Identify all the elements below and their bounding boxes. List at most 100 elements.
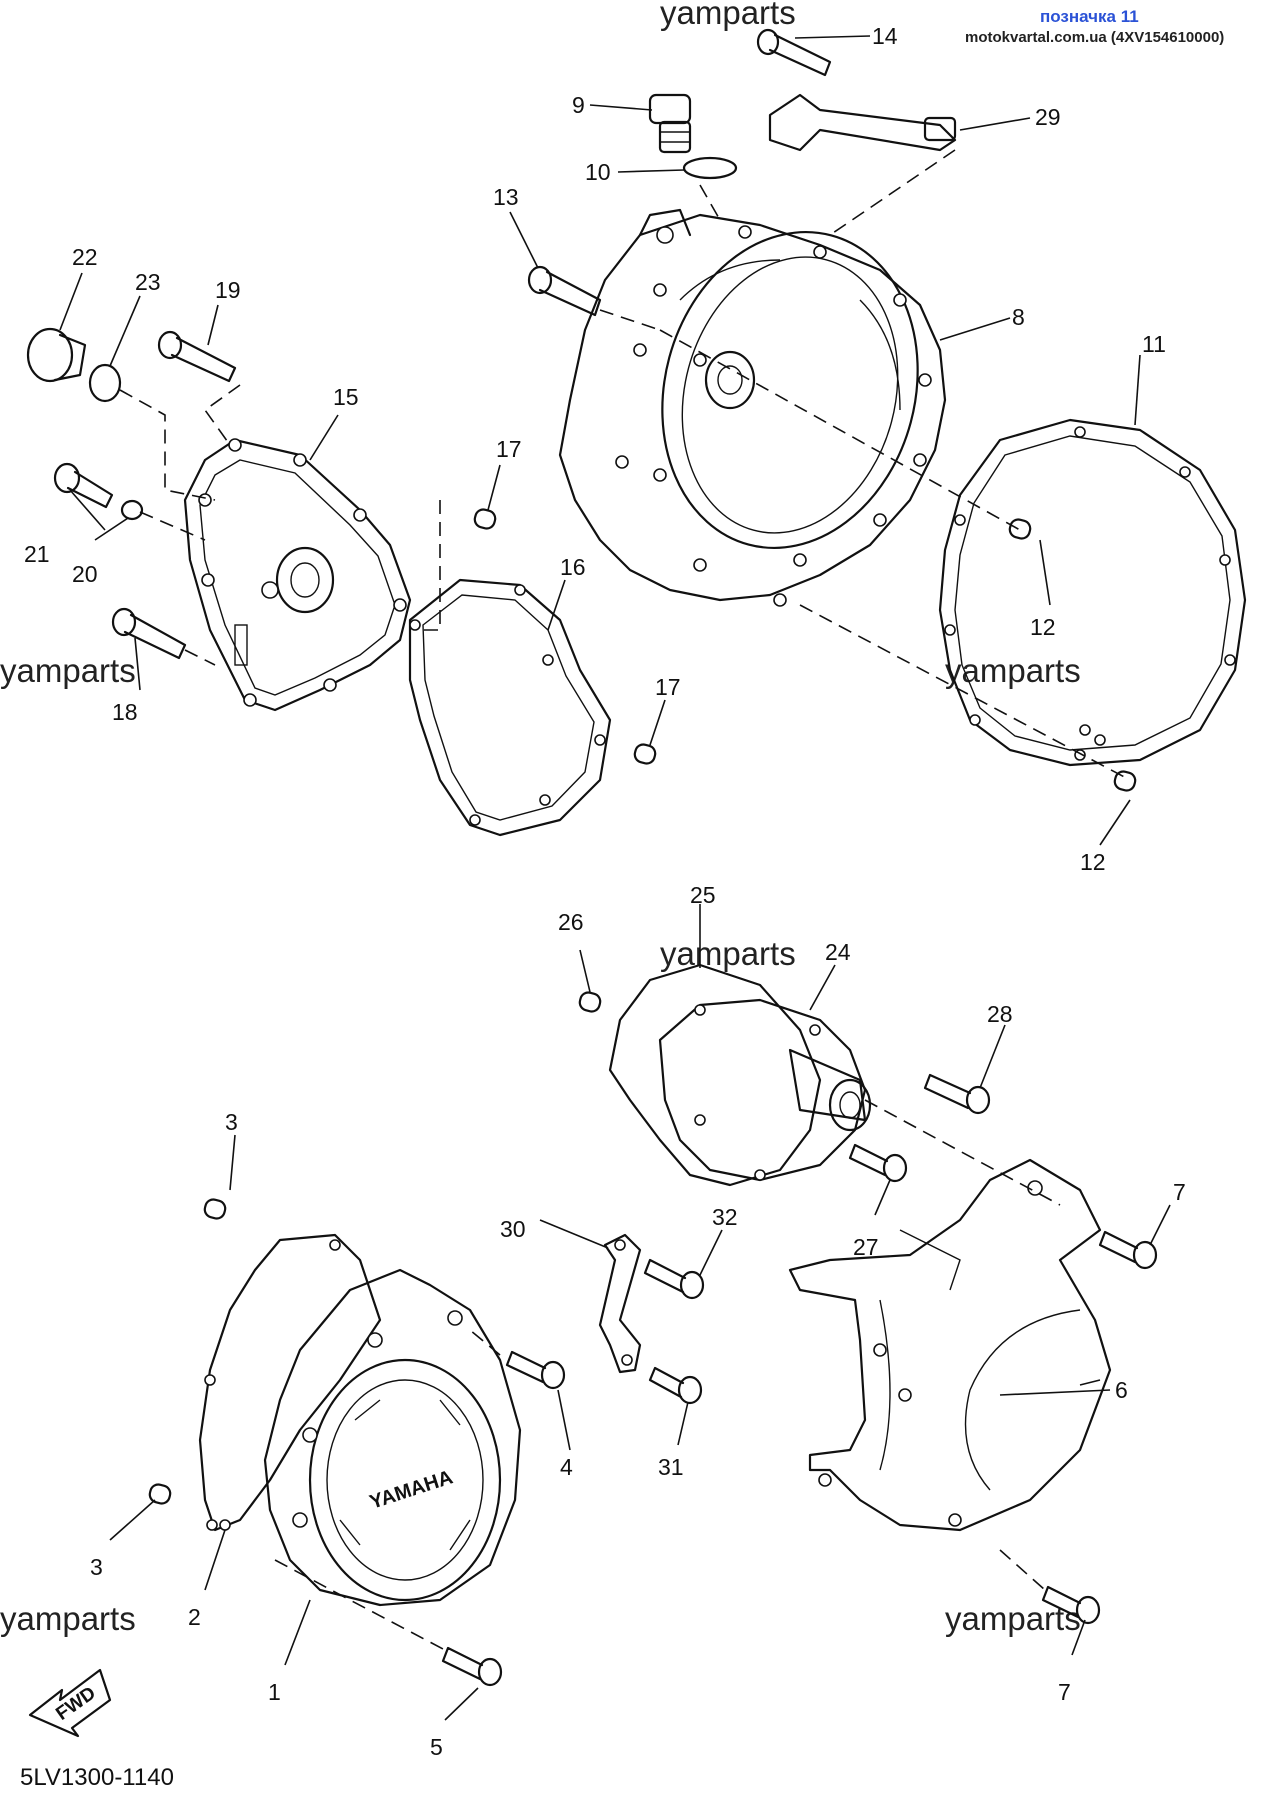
part-31-bolt [648,1366,703,1405]
part-13-bolt [527,265,602,317]
assembly-line [799,604,1131,781]
callout-20: 20 [72,561,98,587]
assembly-line [203,384,241,446]
callout-19: 19 [215,277,241,303]
part-7-bolt [1098,1230,1158,1270]
assembly-line [864,1099,1061,1206]
callout-3: 3 [90,1554,103,1580]
part-2-gasket [198,1233,382,1532]
assembly-line [699,184,721,221]
callout-16: 16 [560,554,586,580]
part-4-bolt [505,1350,566,1390]
part-8-crankcase-cover [558,208,947,607]
callout-30: 30 [500,1216,526,1242]
callout-14: 14 [872,23,898,49]
assembly-line [469,1329,501,1356]
watermark: yamparts [660,935,796,972]
callout-23: 23 [135,269,161,295]
part-14-bolt [756,28,832,77]
callout-1: 1 [268,1679,281,1705]
part-10-o-ring [682,156,738,180]
part-19-bolt [157,330,237,383]
fwd-arrow-icon: FWD [28,1668,112,1738]
callout-15: 15 [333,384,359,410]
assembly-line [274,1559,446,1651]
part-15-pump-cover [183,438,412,712]
header-title: позначка 11 [1040,7,1139,26]
callout-21: 21 [24,541,50,567]
part-12-dowel-pin [1113,770,1137,792]
assembly-line [184,649,216,666]
part-1-generator-cover: YAMAHA [263,1268,522,1607]
callout-8: 8 [1012,304,1025,330]
part-6-sprocket-cover [788,1158,1112,1532]
diagram-code: 5LV1300-1140 [20,1764,174,1791]
part-20-washer [120,499,144,521]
callout-5: 5 [430,1734,443,1760]
callout-2: 2 [188,1604,201,1630]
callout-17: 17 [496,436,522,462]
part-32-bolt [643,1258,705,1300]
part-17-dowel-pin [633,743,657,765]
watermark: yamparts [945,1600,1081,1637]
part-3-dowel-pin [148,1483,172,1505]
part-29-bracket [768,93,957,152]
assembly-line [999,1549,1046,1591]
part-23-o-ring [88,363,122,403]
callout-28: 28 [987,1001,1013,1027]
callout-6: 6 [1115,1377,1128,1403]
part-7-bolt [1041,1585,1101,1625]
part-12-dowel-pin [1008,518,1032,540]
callout-27: 27 [853,1234,879,1260]
leader-lines [59,35,1171,1721]
part-21-bolt [53,462,114,509]
callout-18: 18 [112,699,138,725]
assembly-line [119,389,216,501]
callout-numbers: 14 29 9 10 13 8 11 12 12 22 23 19 15 17 … [24,23,1186,1760]
part-28-bolt [923,1073,991,1115]
callout-4: 4 [560,1454,573,1480]
watermark: yamparts [0,1600,136,1637]
callout-31: 31 [658,1454,684,1480]
callout-17: 17 [655,674,681,700]
part-26-dowel-pin [578,991,602,1013]
assembly-line [829,149,956,236]
assembly-line [659,329,1021,531]
part-9-oil-filler-cap [648,93,692,154]
callout-22: 22 [72,244,98,270]
part-30-bracket [598,1233,642,1374]
callout-7: 7 [1173,1179,1186,1205]
callout-3: 3 [225,1109,238,1135]
assembly-line [139,511,206,541]
callout-26: 26 [558,909,584,935]
yamaha-logo-text: YAMAHA [367,1466,456,1513]
callout-24: 24 [825,939,851,965]
watermark: yamparts [0,652,136,689]
callout-10: 10 [585,159,611,185]
part-27-bolt [848,1143,908,1183]
callout-7: 7 [1058,1679,1071,1705]
watermark: yamparts [660,0,796,31]
callout-29: 29 [1035,104,1061,130]
assembly-line [420,500,441,631]
callout-13: 13 [493,184,519,210]
callout-25: 25 [690,882,716,908]
part-17-dowel-pin [473,508,497,530]
callout-32: 32 [712,1204,738,1230]
part-22-plug [26,327,87,383]
callout-12: 12 [1030,614,1056,640]
part-24-pump-housing [658,998,872,1182]
part-11-gasket [938,418,1247,767]
watermark: yamparts [945,652,1081,689]
assembly-line [599,309,661,331]
part-25-gasket [608,963,822,1187]
callout-9: 9 [572,92,585,118]
part-16-gasket [408,578,612,837]
header-source: motokvartal.com.ua (4XV154610000) [965,29,1224,46]
part-5-bolt [441,1646,503,1687]
part-18-bolt [111,607,187,660]
callout-12: 12 [1080,849,1106,875]
part-3-dowel-pin [203,1198,227,1220]
